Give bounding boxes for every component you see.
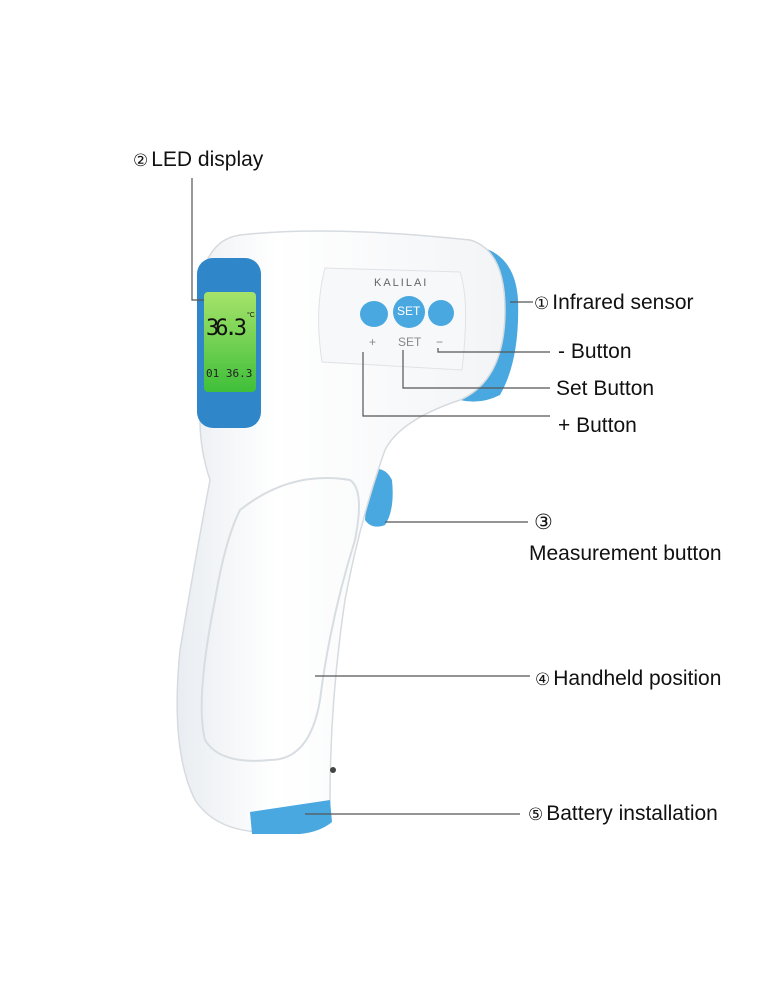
- lcd-screen: [204, 292, 256, 392]
- minus-label: −: [436, 335, 444, 349]
- callout-set-button: Set Button: [556, 377, 655, 400]
- callout-plus-button: + Button: [558, 414, 637, 437]
- lcd-temperature: 36.3: [206, 316, 247, 341]
- minus-button[interactable]: [428, 300, 454, 326]
- button-panel: [318, 267, 467, 371]
- set-button[interactable]: [393, 296, 425, 328]
- brand-logo: KALILAI: [374, 277, 429, 289]
- grip-area: [200, 477, 360, 762]
- callout-measurement-button: Measurement button: [529, 542, 722, 565]
- battery-cover: [250, 800, 332, 834]
- leader-lines: [191, 178, 550, 815]
- set-label: SET: [398, 335, 422, 349]
- lcd-unit: °C: [247, 312, 255, 319]
- plus-label: +: [369, 335, 377, 349]
- callout-measurement-number: ③: [534, 511, 553, 534]
- plus-button[interactable]: [360, 301, 388, 327]
- callout-minus-button: - Button: [558, 340, 632, 363]
- set-button-label[interactable]: SET: [397, 304, 421, 318]
- lcd-memory: 01 36.3: [206, 367, 253, 380]
